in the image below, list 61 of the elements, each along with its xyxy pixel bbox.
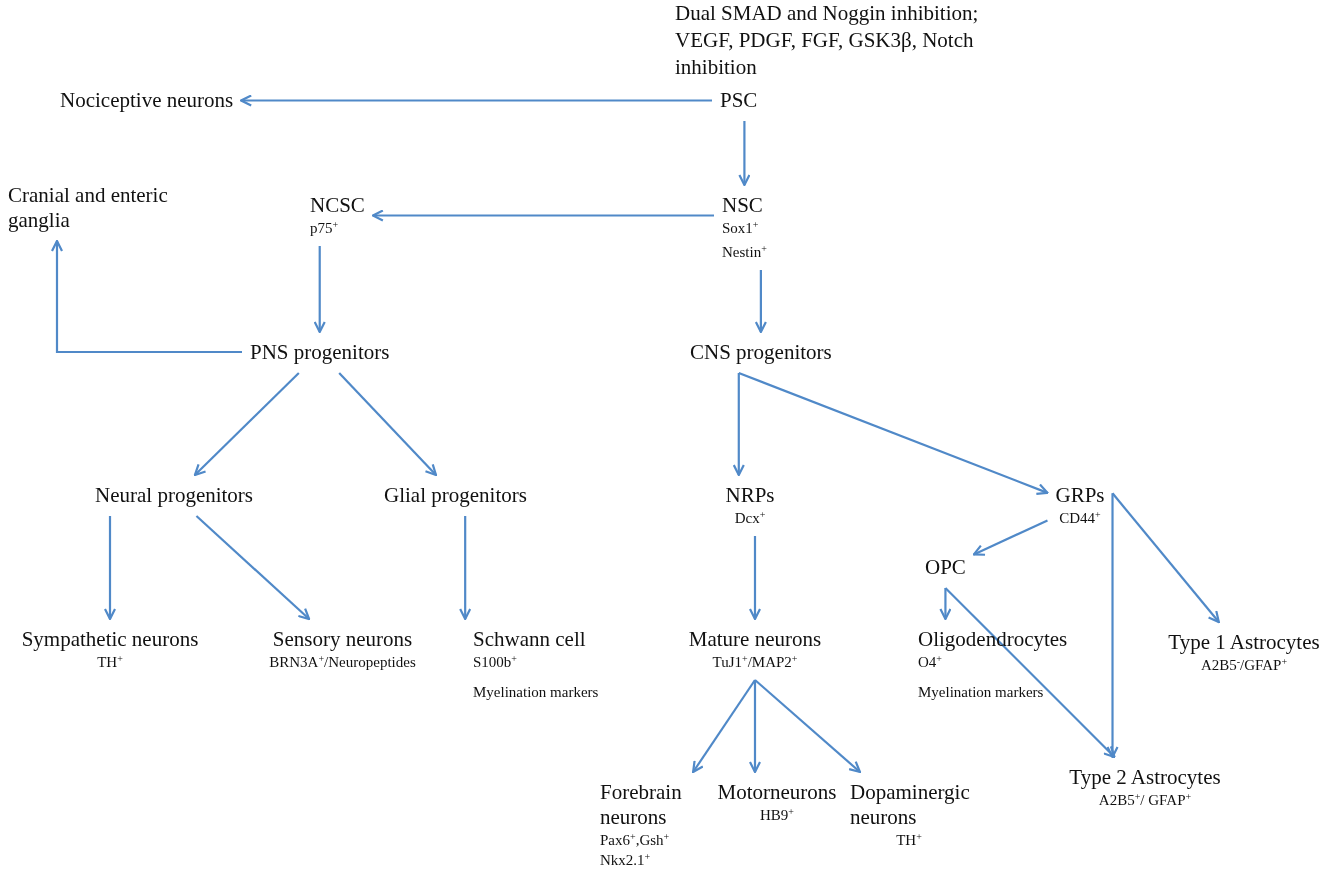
marker-label: Nestin$^{+}$ <box>722 242 767 262</box>
cell-type-label: PNS progenitors <box>250 340 390 365</box>
arrow <box>944 587 1116 759</box>
marker-label: Pax6$^{+}$,Gsh$^{+}$ <box>600 830 670 850</box>
marker-label: O4$^{+}$ <box>918 652 942 672</box>
arrow <box>103 516 117 621</box>
marker-label: Dcx$^{+}$ <box>734 508 766 528</box>
arrow <box>240 94 712 107</box>
marker-label: S100b$^{+}$ <box>473 652 517 672</box>
cell-type-label: NCSC <box>310 193 365 218</box>
cell-type-label: Sympathetic neurons <box>21 627 199 652</box>
cell-type-label: Type 2 Astrocytes <box>1069 765 1221 790</box>
arrow <box>338 372 438 477</box>
cell-type-label: Cranial and enteric ganglia <box>8 183 169 233</box>
marker-label: HB9$^{+}$ <box>760 805 794 825</box>
arrow <box>459 516 472 621</box>
arrow <box>738 121 751 187</box>
arrow <box>748 536 762 621</box>
arrow <box>50 239 242 354</box>
arrow <box>1111 492 1220 624</box>
marker-label: Sox1$^{+}$ <box>722 218 759 238</box>
arrow <box>754 270 767 334</box>
arrow <box>738 371 1049 495</box>
marker-label: A2B5$^{-}$/GFAP$^{+}$ <box>1200 655 1288 675</box>
cell-type-label: CNS progenitors <box>690 340 832 365</box>
arrow <box>1106 493 1119 759</box>
marker-label: TH$^{+}$ <box>896 830 922 850</box>
arrow <box>195 515 311 621</box>
arrow <box>371 209 714 222</box>
marker-label: A2B5$^{+}$/ GFAP$^{+}$ <box>1098 790 1192 810</box>
cell-type-label: PSC <box>720 88 758 113</box>
arrow <box>939 588 952 621</box>
marker-label: TH$^{+}$ <box>97 652 123 672</box>
arrow <box>692 679 756 774</box>
cell-type-label: GRPs <box>1055 483 1105 508</box>
cell-type-label: Nociceptive neurons <box>60 88 234 113</box>
arrow <box>193 372 300 477</box>
marker-label: Myelination markers <box>918 683 1044 702</box>
cell-type-label: Schwann cell <box>473 627 586 652</box>
marker-label: p75$^{+}$ <box>310 218 339 238</box>
marker-label: Nkx2.1$^{+}$ <box>600 850 651 870</box>
cell-type-label: OPC <box>925 555 966 580</box>
arrow <box>754 679 862 774</box>
cell-type-label: Motorneurons <box>717 780 837 805</box>
cell-type-label: Forebrain neurons <box>600 780 683 830</box>
marker-label: Myelination markers <box>473 683 599 702</box>
cell-type-label: Mature neurons <box>688 627 822 652</box>
marker-label: CD44$^{+}$ <box>1059 508 1101 528</box>
arrow <box>732 373 745 477</box>
marker-label: BRN3A$^{+}$/Neuropeptides <box>269 652 416 672</box>
cell-type-label: Dopaminergic neurons <box>850 780 968 830</box>
arrow <box>748 680 762 774</box>
cell-type-label: Sensory neurons <box>272 627 413 652</box>
cell-type-label: NRPs <box>725 483 775 508</box>
cell-type-label: NSC <box>722 193 763 218</box>
cell-type-label: Glial progenitors <box>384 483 527 508</box>
cell-type-label: Type 1 Astrocytes <box>1168 630 1320 655</box>
arrow <box>972 519 1048 556</box>
arrow <box>313 246 326 334</box>
marker-label: TuJ1$^{+}$/MAP2$^{+}$ <box>712 652 798 672</box>
cell-type-label: Neural progenitors <box>95 483 254 508</box>
